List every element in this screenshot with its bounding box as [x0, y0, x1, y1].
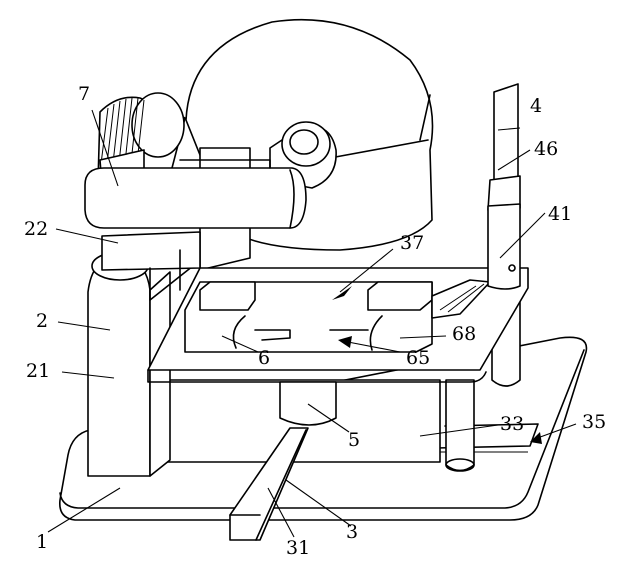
- label-5: 5: [348, 429, 360, 451]
- label-41: 41: [548, 203, 572, 225]
- label-37: 37: [400, 232, 424, 254]
- foot-bar: [229, 427, 309, 541]
- label-3: 3: [346, 521, 358, 543]
- label-1: 1: [36, 531, 48, 553]
- clamp-block: [184, 281, 433, 353]
- label-7: 7: [78, 83, 90, 105]
- label-21: 21: [26, 360, 50, 382]
- fence-plate: [487, 83, 521, 290]
- label-22: 22: [24, 218, 48, 240]
- label-2: 2: [36, 310, 48, 332]
- label-46: 46: [534, 138, 558, 160]
- label-4: 4: [530, 95, 542, 117]
- arrowheads: [332, 286, 542, 444]
- label-6: 6: [258, 347, 270, 369]
- drive-bar: [84, 159, 307, 229]
- reference-numerals: 7 4 46 41 22 37 2 68 6 65 21 33 35 5 1 3…: [24, 83, 606, 559]
- label-68: 68: [452, 323, 476, 345]
- label-65: 65: [406, 347, 430, 369]
- leader-lines: [47, 109, 577, 538]
- table-guide: [431, 279, 491, 319]
- label-35: 35: [582, 411, 606, 433]
- center-pillar: [279, 381, 337, 426]
- label-31: 31: [286, 537, 310, 559]
- label-33: 33: [500, 413, 524, 435]
